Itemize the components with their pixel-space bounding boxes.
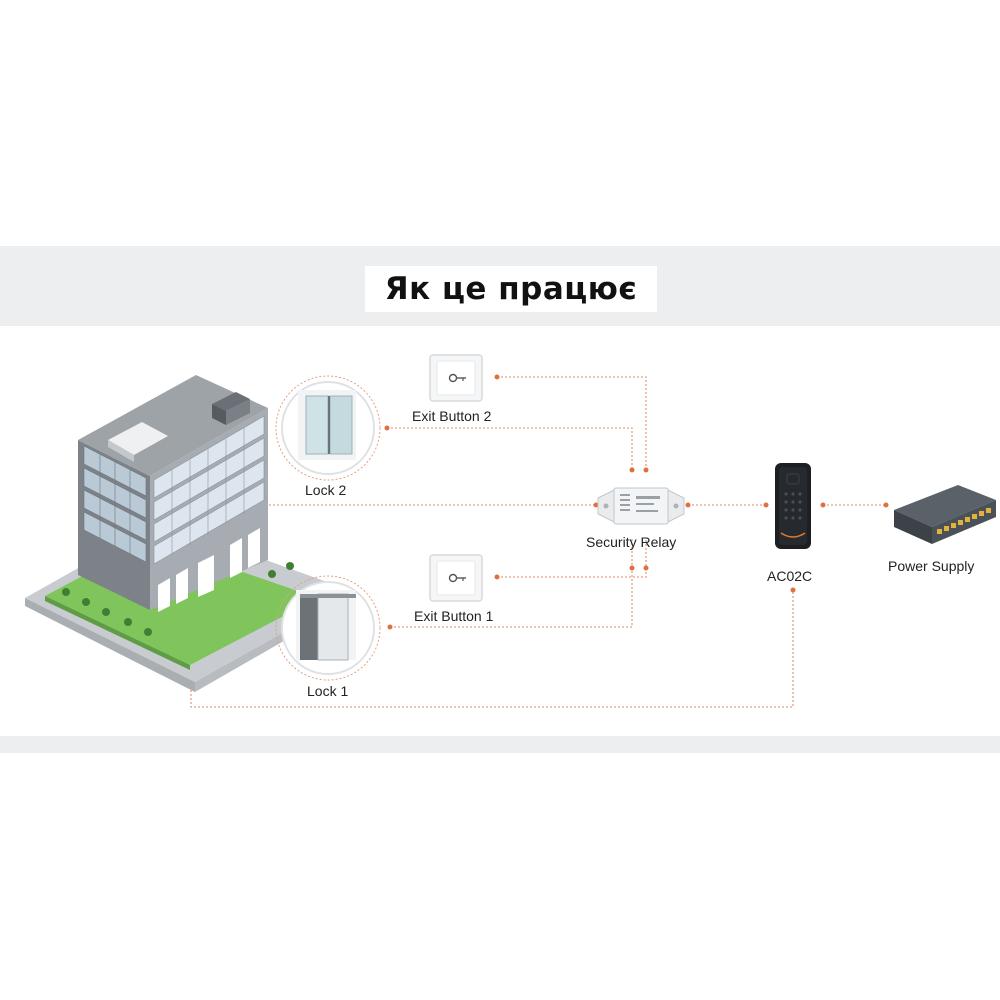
wire-exit2-relay-a (497, 376, 647, 470)
lock-1-label: Lock 1 (307, 683, 349, 699)
exit-button-2-device (429, 354, 483, 402)
lock-1-illustration (275, 575, 381, 681)
ac02c-reader-device (775, 463, 811, 549)
wire-building-reader (190, 590, 794, 708)
wire-lock2-relay (387, 427, 633, 470)
security-relay-device (597, 487, 685, 525)
security-relay-label: Security Relay (586, 534, 677, 550)
exit-button-1-device (429, 554, 483, 602)
lock-2-label: Lock 2 (305, 482, 347, 498)
page-title: Як це працює (384, 271, 638, 307)
wire-exit1-relay (497, 538, 647, 578)
exit-button-2-label: Exit Button 2 (412, 408, 492, 424)
ac02c-label: AC02C (767, 568, 813, 584)
power-supply-label: Power Supply (888, 558, 975, 574)
lock-2-illustration (275, 375, 381, 481)
building-illustration (25, 375, 355, 692)
exit-button-1-label: Exit Button 1 (414, 608, 494, 624)
power-supply-device (894, 485, 996, 544)
title-box: Як це працює (365, 266, 657, 312)
